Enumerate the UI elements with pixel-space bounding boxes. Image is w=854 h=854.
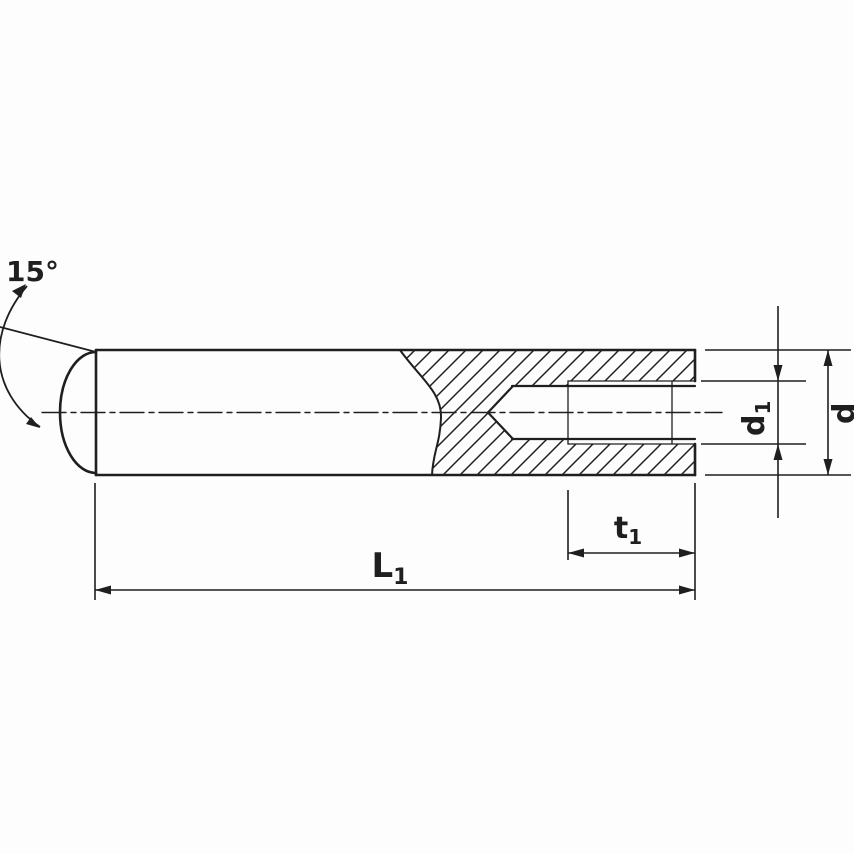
thread-diameter-label: d1: [737, 401, 775, 436]
arrowhead: [679, 585, 695, 595]
chamfer-angle-arc: [0, 285, 41, 428]
arrowhead: [773, 444, 783, 460]
thread-length-subscript: 1: [628, 525, 642, 549]
arrowhead: [95, 585, 111, 595]
thread-length-main: t: [614, 511, 628, 546]
arrowheads: [12, 284, 833, 595]
pin-geometry: [41, 348, 723, 477]
thread-length-label: t1: [614, 511, 642, 549]
arrowhead: [773, 365, 783, 381]
overall-length-subscript: 1: [393, 565, 408, 590]
labels: 15° L1 t1 d1 d: [6, 255, 854, 590]
chamfer-angle-label: 15°: [6, 255, 59, 288]
section-hatching: [400, 350, 695, 475]
overall-length-main: L: [372, 546, 394, 586]
thread-diameter-main: d: [737, 415, 772, 436]
arrowhead: [26, 417, 40, 428]
drill-cone-upper: [486, 384, 515, 414]
dimensions: [0, 285, 851, 600]
thread-diameter-subscript: 1: [751, 401, 775, 415]
arrowhead: [568, 548, 584, 558]
arrowhead: [823, 350, 833, 366]
pin-diameter-label: d: [827, 403, 854, 424]
section-break-line: [399, 349, 443, 476]
chamfer-angle-line: [0, 326, 97, 353]
arrowhead: [679, 548, 695, 558]
overall-length-label: L1: [372, 546, 409, 590]
drill-cone-lower: [486, 411, 515, 441]
arrowhead: [823, 459, 833, 475]
arrowhead: [12, 284, 26, 298]
